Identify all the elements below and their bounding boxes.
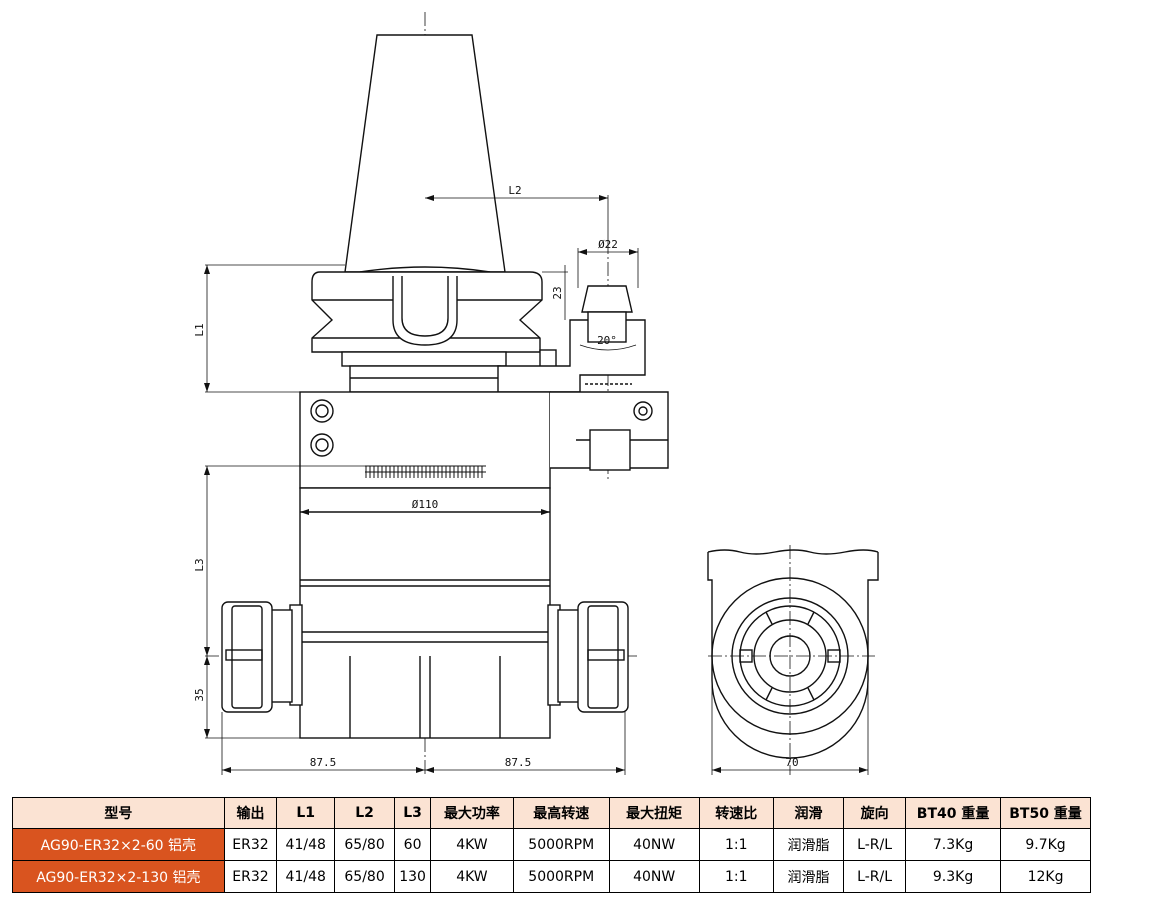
dim-23: 23: [551, 286, 564, 299]
cell-output: ER32: [223, 860, 278, 893]
header-l3: L3: [394, 797, 432, 829]
cell-l3: 60: [394, 828, 432, 861]
stop-block: [497, 285, 646, 393]
cell-lubrication: 润滑脂: [772, 860, 845, 893]
dimension-lines: [205, 195, 869, 775]
header-lubrication: 润滑: [772, 797, 845, 829]
dim-angle: 20°: [597, 334, 617, 347]
technical-drawing: L1 L3 35 23 L2 Ø22 20° Ø110 87.5 87.5 70: [193, 12, 879, 775]
cell-max-power: 4KW: [430, 828, 514, 861]
dim-l1: L1: [193, 323, 206, 336]
cell-bt50-weight: 9.7Kg: [1000, 828, 1091, 861]
spec-table: 型号 输出 L1 L2 L3 最大功率 最高转速 最大扭矩 转速比 润滑 旋向 …: [12, 797, 1091, 893]
left-collet-nut: [221, 601, 303, 713]
cell-l2: 65/80: [334, 828, 396, 861]
cell-l1: 41/48: [276, 860, 336, 893]
header-output: 输出: [223, 797, 278, 829]
gear-tooth-marks: [365, 466, 483, 478]
table-header-row: 型号 输出 L1 L2 L3 最大功率 最高转速 最大扭矩 转速比 润滑 旋向 …: [12, 797, 1091, 829]
upper-housing: [299, 391, 669, 489]
table-row: AG90-ER32×2-60 铝壳 ER32 41/48 65/80 60 4K…: [12, 828, 1091, 861]
cell-rotation: L-R/L: [843, 828, 907, 861]
cell-max-torque: 40NW: [608, 860, 700, 893]
cell-output: ER32: [223, 828, 278, 861]
cell-lubrication: 润滑脂: [772, 828, 845, 861]
dim-width-left: 87.5: [310, 756, 337, 769]
header-l1: L1: [276, 797, 336, 829]
dim-l2: L2: [508, 184, 521, 197]
taper-shank: [344, 34, 506, 273]
cell-speed-ratio: 1:1: [698, 828, 774, 861]
cell-max-speed: 5000RPM: [512, 828, 610, 861]
header-speed-ratio: 转速比: [698, 797, 774, 829]
cell-bt40-weight: 7.3Kg: [905, 828, 1002, 861]
dim-l3: L3: [193, 558, 206, 571]
dim-d22: Ø22: [598, 238, 618, 251]
cell-model: AG90-ER32×2-60 铝壳: [12, 828, 225, 861]
cell-speed-ratio: 1:1: [698, 860, 774, 893]
cell-max-speed: 5000RPM: [512, 860, 610, 893]
dim-35: 35: [193, 688, 206, 701]
dim-width-right: 87.5: [505, 756, 532, 769]
right-collet-nut: [547, 601, 629, 713]
header-bt40-weight: BT40 重量: [905, 797, 1002, 829]
header-l2: L2: [334, 797, 396, 829]
cell-l1: 41/48: [276, 828, 336, 861]
cell-rotation: L-R/L: [843, 860, 907, 893]
cell-l2: 65/80: [334, 860, 396, 893]
cell-bt50-weight: 12Kg: [1000, 860, 1091, 893]
cell-max-power: 4KW: [430, 860, 514, 893]
table-row: AG90-ER32×2-130 铝壳 ER32 41/48 65/80 130 …: [12, 860, 1091, 893]
header-rotation: 旋向: [843, 797, 907, 829]
header-bt50-weight: BT50 重量: [1000, 797, 1091, 829]
tool-flange: [311, 271, 543, 393]
header-max-power: 最大功率: [430, 797, 514, 829]
header-max-torque: 最大扭矩: [608, 797, 700, 829]
cell-model: AG90-ER32×2-130 铝壳: [12, 860, 225, 893]
header-model: 型号: [12, 797, 225, 829]
dimension-labels: L1 L3 35 23 L2 Ø22 20° Ø110 87.5 87.5 70: [193, 184, 799, 769]
cell-max-torque: 40NW: [608, 828, 700, 861]
cell-l3: 130: [394, 860, 432, 893]
side-view: [707, 549, 879, 759]
main-housing: [299, 487, 551, 739]
dim-d110: Ø110: [412, 498, 439, 511]
dimension-arrows: [204, 195, 868, 773]
header-max-speed: 最高转速: [512, 797, 610, 829]
dim-width-side: 70: [785, 756, 798, 769]
cell-bt40-weight: 9.3Kg: [905, 860, 1002, 893]
